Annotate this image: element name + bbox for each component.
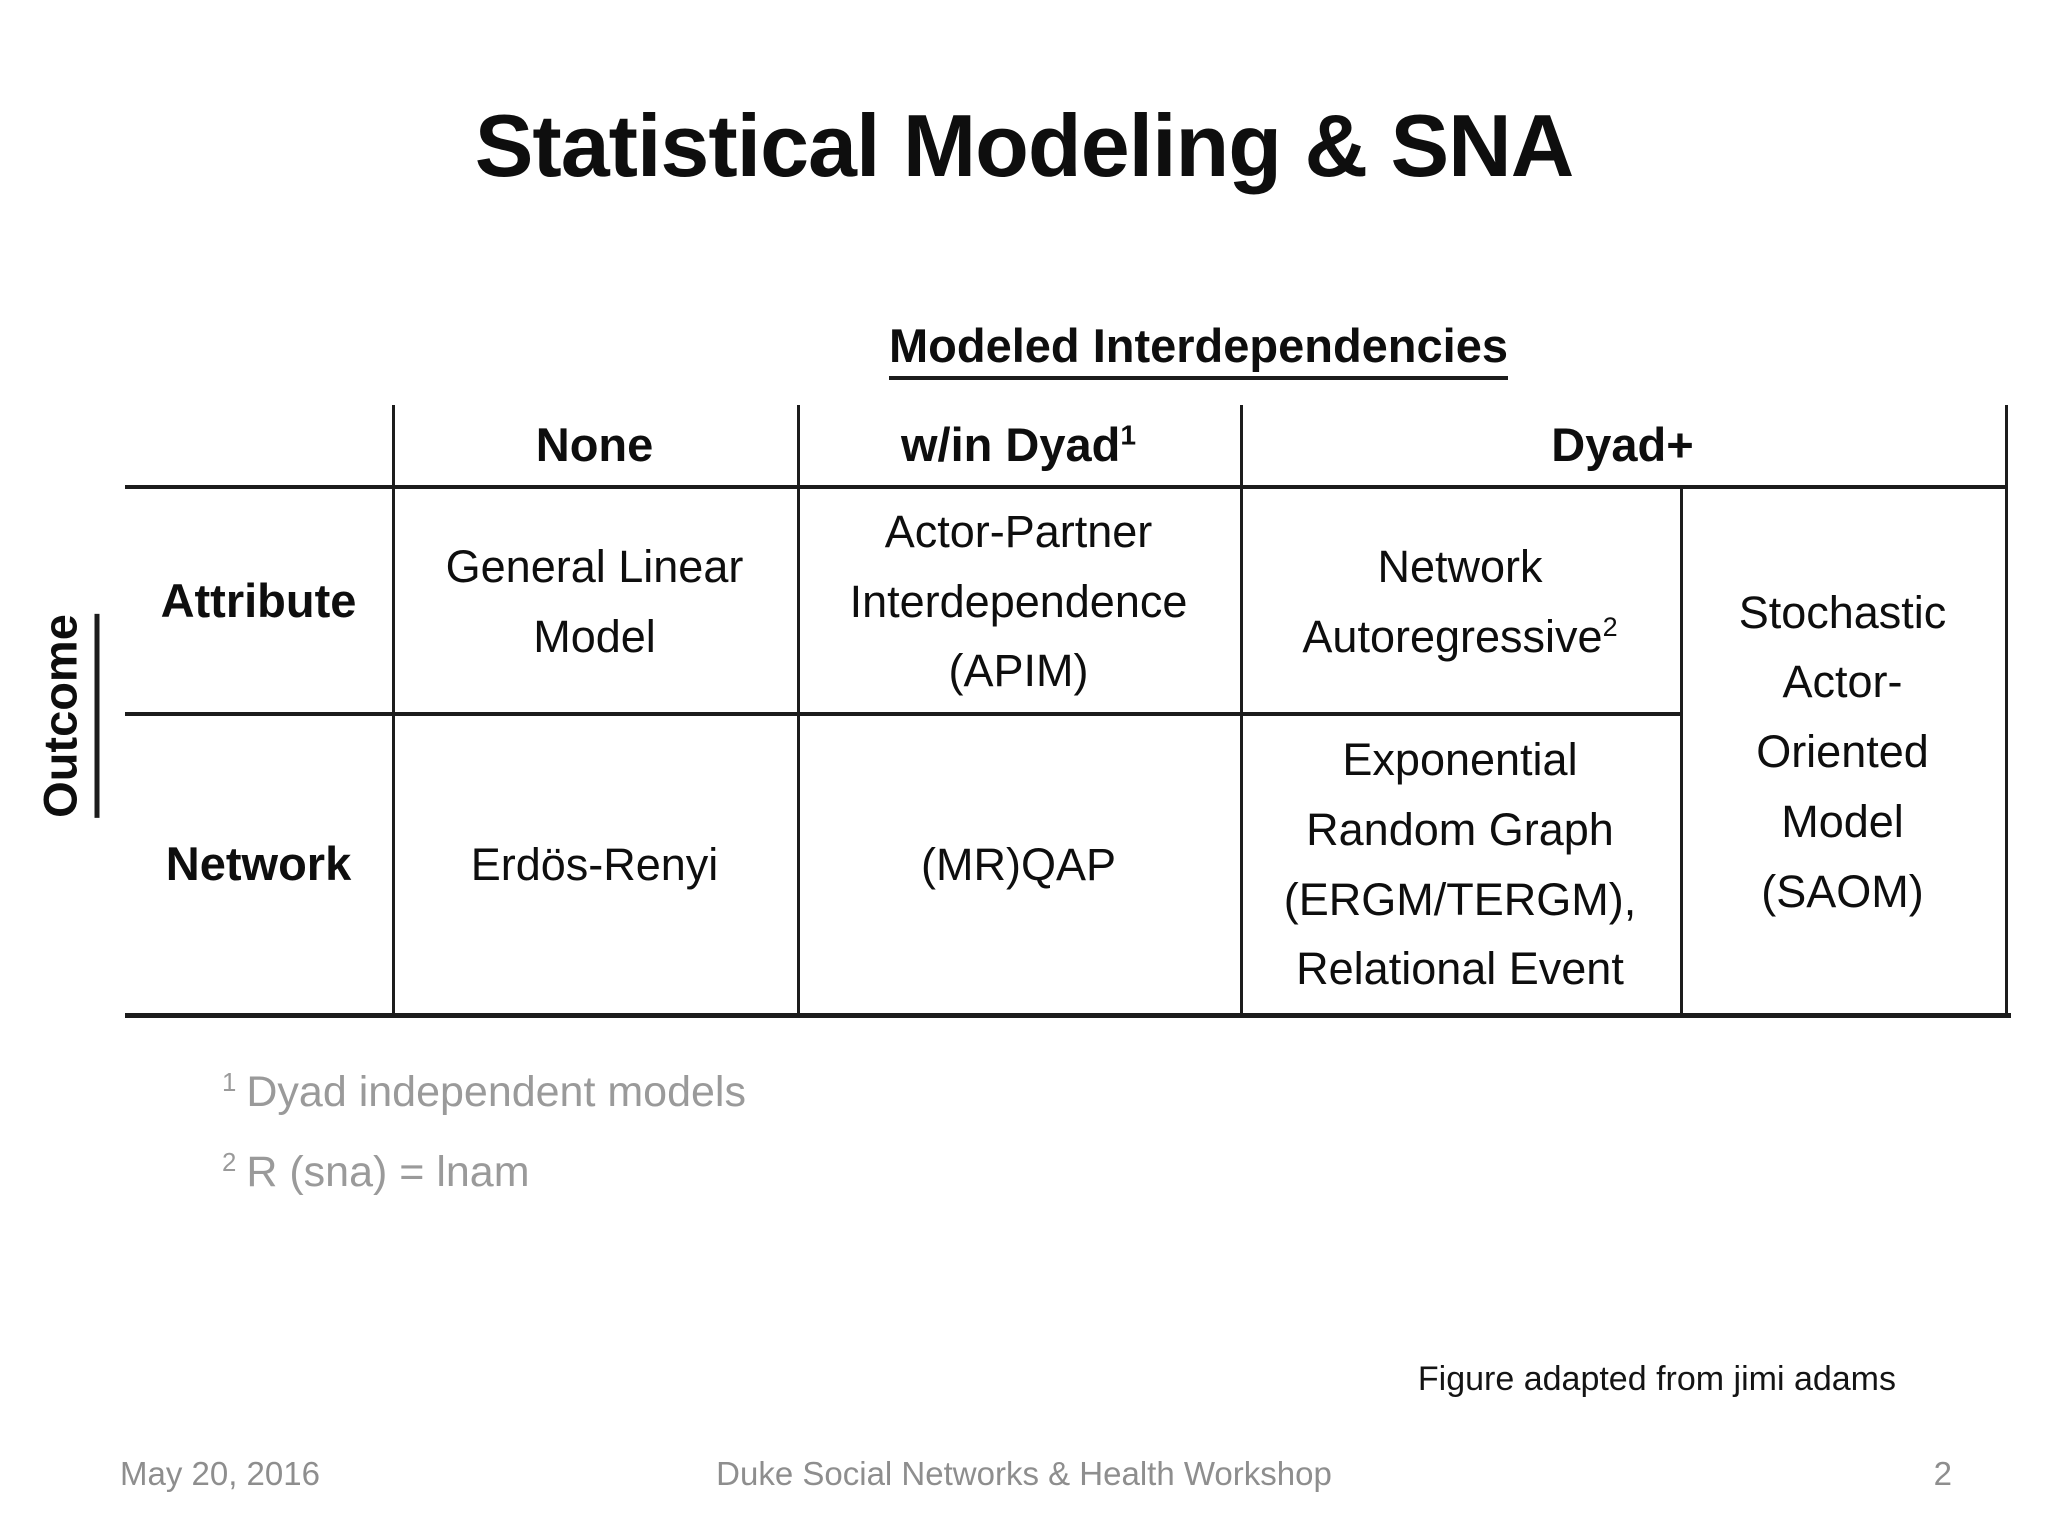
footer-page-number: 2 [1933, 1455, 1952, 1492]
cell-network-none: Erdös-Renyi [470, 838, 719, 890]
table-vline-right [2005, 405, 2008, 1017]
slide-title: Statistical Modeling & SNA [474, 96, 1575, 195]
table-vline-1 [392, 405, 395, 1017]
footnote-1-text: Dyad independent models [246, 1068, 746, 1116]
cell-network-win-dyad: (MR)QAP [921, 838, 1116, 890]
footnote-2-text: R (sna) = lnam [246, 1148, 530, 1196]
column-header-win-dyad: w/in Dyad1 [900, 418, 1137, 472]
table-vline-4-saom [1680, 489, 1683, 1017]
autoregressive-footnote-marker: 2 [1602, 611, 1618, 642]
cell-attribute-win-dyad: Actor-Partner Interdependence (APIM) [849, 505, 1188, 697]
footnote-1-marker: 1 [222, 1068, 237, 1097]
table-hline-header [125, 485, 2008, 489]
cell-network-dyad-plus: Exponential Random Graph (ERGM/TERGM), R… [1283, 734, 1637, 995]
row-label-attribute: Attribute [160, 574, 357, 628]
table-vline-2 [797, 405, 800, 1017]
table-vline-3 [1240, 405, 1243, 1017]
row-axis-label-outcome: Outcome [32, 614, 100, 818]
table-hline-bottom [125, 1013, 2011, 1018]
row-label-network: Network [165, 837, 352, 891]
footer-workshop-title: Duke Social Networks & Health Workshop [716, 1455, 1332, 1492]
cell-attribute-none: General Linear Model [445, 540, 744, 662]
column-header-none: None [535, 418, 654, 472]
footer-date: May 20, 2016 [120, 1455, 320, 1492]
cell-dyad-plus-saom-rowspan: Stochastic Actor- Oriented Model (SAOM) [1738, 586, 1947, 917]
column-header-dyad-plus: Dyad+ [1551, 418, 1694, 472]
footnote-2-marker: 2 [222, 1148, 237, 1177]
table-heading: Modeled Interdependencies [392, 318, 2005, 380]
table-hline-rowdivider [125, 712, 1683, 716]
footnote-1: 1 Dyad independent models [222, 1068, 746, 1117]
footnote-2: 2 R (sna) = lnam [222, 1148, 530, 1197]
table-heading-text: Modeled Interdependencies [889, 318, 1508, 380]
win-dyad-footnote-marker: 1 [1120, 418, 1137, 451]
figure-credit: Figure adapted from jimi adams [1417, 1360, 1896, 1398]
